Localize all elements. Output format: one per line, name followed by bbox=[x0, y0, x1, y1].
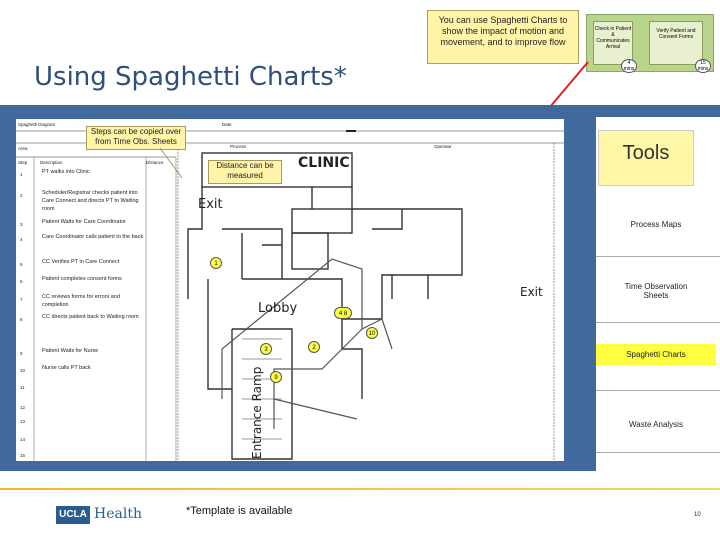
frame-left bbox=[0, 117, 14, 465]
path-node-2: 2 bbox=[308, 341, 320, 353]
path-node-10: 10 bbox=[366, 327, 378, 339]
path-node-3: 3 bbox=[260, 343, 272, 355]
thumb-circle-1: 4 mins bbox=[621, 59, 637, 73]
thumb-box-check-in: Check in Patient & Communicates Arrival bbox=[593, 21, 633, 65]
row-description: CC directs patient back to Waiting room bbox=[42, 314, 139, 320]
row-step-number: 2 bbox=[20, 193, 23, 198]
tool-process-maps[interactable]: Process Maps bbox=[630, 220, 682, 229]
path-node-4-8: 4 8 bbox=[334, 307, 352, 319]
path-node-1: 1 bbox=[210, 257, 222, 269]
page-number: 10 bbox=[694, 512, 701, 518]
path-node-9: 9 bbox=[270, 371, 282, 383]
tool-waste-analysis[interactable]: Waste Analysis bbox=[629, 420, 683, 429]
frame-bottom bbox=[0, 463, 596, 471]
row-description: PT walks into Clinic bbox=[42, 169, 90, 175]
row-step-number: 4 bbox=[20, 237, 23, 242]
tool-spaghetti-charts[interactable]: Spaghetti Charts bbox=[596, 344, 716, 365]
process-thumbnail: Check in Patient & Communicates Arrival … bbox=[586, 14, 714, 73]
exit-left-label: Exit bbox=[198, 197, 223, 212]
sidebar-divider bbox=[596, 452, 720, 453]
row-step-number: 7 bbox=[20, 297, 23, 302]
row-step-number: 11 bbox=[20, 385, 25, 390]
exit-right-label: Exit bbox=[520, 285, 543, 299]
col-distance-header: Distance bbox=[146, 160, 164, 165]
tool-time-observation[interactable]: Time Observation Sheets bbox=[624, 282, 688, 300]
row-description: Patient completes consent forms bbox=[42, 276, 122, 282]
sidebar-divider bbox=[596, 322, 720, 323]
tools-tab[interactable]: Tools bbox=[598, 130, 694, 186]
worksheet-title: Spaghetti Diagram bbox=[18, 122, 56, 127]
template-note: *Template is available bbox=[186, 505, 293, 517]
worksheet-process-label: Process bbox=[230, 144, 247, 149]
distance-callout: Distance can be measured bbox=[208, 160, 282, 184]
footer bbox=[0, 490, 720, 540]
row-step-number: 15 bbox=[20, 453, 26, 458]
health-logo-text: Health bbox=[94, 506, 142, 522]
ucla-logo: UCLA bbox=[56, 506, 90, 524]
entrance-ramp-label: Entrance Ramp bbox=[250, 366, 264, 459]
row-step-number: 6 bbox=[20, 279, 23, 284]
row-description: CC reviews forms for errors and completi… bbox=[42, 294, 120, 308]
slide-title: Using Spaghetti Charts* bbox=[34, 62, 347, 92]
title-divider-bar bbox=[0, 105, 720, 117]
worksheet-area-label: Area bbox=[18, 146, 28, 151]
row-step-number: 3 bbox=[20, 222, 23, 227]
row-description: Patient Waits for Nurse bbox=[42, 348, 99, 354]
row-step-number: 8 bbox=[20, 317, 23, 322]
row-step-number: 1 bbox=[20, 172, 23, 177]
sidebar-divider bbox=[596, 256, 720, 257]
steps-callout-pointer bbox=[159, 148, 183, 179]
sidebar-divider bbox=[596, 390, 720, 391]
footer-accent-line bbox=[0, 488, 720, 490]
thumb-box-verify: Verify Patient and Consent Forms bbox=[649, 21, 703, 65]
row-description: Scheduler/Registrar checks patient into … bbox=[42, 190, 139, 212]
col-description-header: Description bbox=[40, 160, 63, 165]
spaghetti-callout: You can use Spaghetti Charts to show the… bbox=[427, 10, 579, 64]
clinic-label: CLINIC bbox=[298, 155, 350, 171]
spaghetti-worksheet: Spaghetti Diagram Date Area Process Oper… bbox=[14, 117, 566, 463]
frame-middle bbox=[566, 117, 596, 465]
row-description: Patient Waits for Care Coordinator bbox=[42, 219, 126, 225]
row-step-number: 9 bbox=[20, 351, 23, 356]
row-step-number: 12 bbox=[20, 405, 26, 410]
steps-callout: Steps can be copied over from Time Obs. … bbox=[86, 126, 186, 150]
row-step-number: 14 bbox=[20, 437, 26, 442]
row-step-number: 10 bbox=[20, 368, 26, 373]
row-step-number: 5 bbox=[20, 262, 23, 267]
floor-plan bbox=[187, 152, 463, 460]
col-step-header: Step bbox=[18, 160, 28, 165]
row-description: Nurse calls PT back bbox=[42, 365, 91, 371]
worksheet-date-label: Date bbox=[222, 122, 232, 127]
row-description: Care Coordinator calls patient to the ba… bbox=[42, 234, 144, 240]
worksheet-operator-label: Operator bbox=[434, 144, 452, 149]
row-step-number: 13 bbox=[20, 419, 26, 424]
thumb-circle-2: 15 mins bbox=[695, 59, 711, 73]
lobby-label: Lobby bbox=[258, 301, 298, 316]
row-description: CC Verifies PT in Care Connect bbox=[42, 259, 120, 265]
